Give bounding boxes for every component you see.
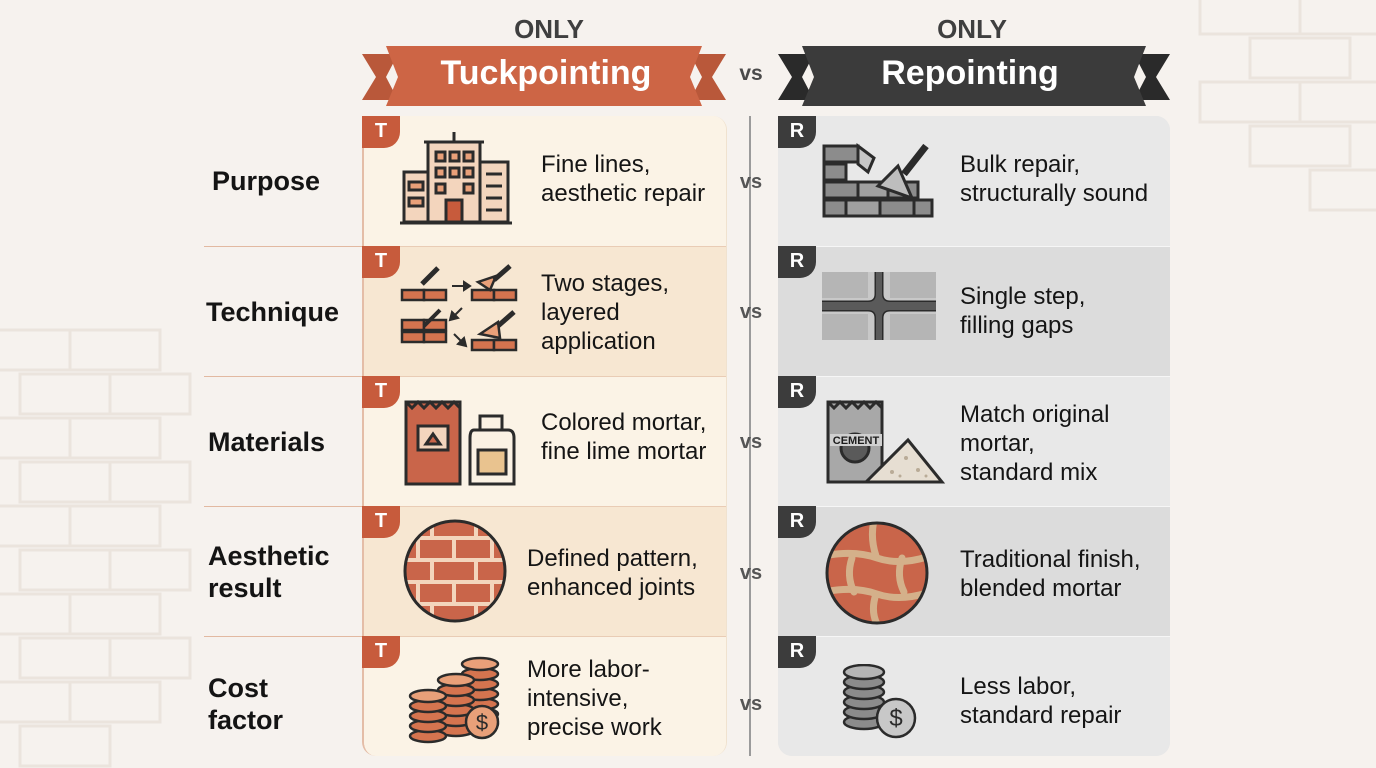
tuckpointing-aesthetic-text: Defined pattern,enhanced joints bbox=[527, 545, 698, 601]
row-label-materials: Materials bbox=[208, 427, 326, 457]
two-stage-trowel-icon bbox=[400, 264, 518, 352]
tuckpointing-badge: T bbox=[362, 376, 400, 408]
repointing-badge: R bbox=[778, 116, 816, 148]
cement-bag-icon: CEMENT bbox=[826, 399, 946, 484]
tuckpointing-column bbox=[362, 116, 727, 756]
header-vs-label: vs bbox=[739, 62, 763, 85]
row-vs: vs bbox=[739, 562, 763, 584]
mortar-bag-jar-icon bbox=[404, 399, 516, 486]
coin-stack-dollar-icon: $ bbox=[842, 664, 917, 739]
tuckpointing-badge: T bbox=[362, 636, 400, 668]
repointing-badge: R bbox=[778, 376, 816, 408]
tuckpointing-materials-text: Colored mortar,fine lime mortar bbox=[541, 409, 707, 465]
repointing-title: Repointing bbox=[881, 54, 1059, 92]
tuckpointing-badge: T bbox=[362, 246, 400, 278]
blended-brick-pattern-icon bbox=[825, 521, 929, 625]
row-vs: vs bbox=[739, 693, 763, 715]
tuckpointing-badge: T bbox=[362, 506, 400, 538]
repointing-aesthetic-text: Traditional finish,blended mortar bbox=[960, 546, 1141, 602]
dollar-sign: $ bbox=[476, 710, 488, 735]
tuckpointing-title: Tuckpointing bbox=[440, 54, 652, 92]
tuckpointing-only-label: ONLY bbox=[514, 14, 584, 44]
cement-label: CEMENT bbox=[833, 435, 880, 447]
repointing-only-label: ONLY bbox=[937, 14, 1007, 44]
repointing-badge: R bbox=[778, 246, 816, 278]
repointing-badge: R bbox=[778, 506, 816, 538]
row-vs: vs bbox=[739, 301, 763, 323]
dollar-sign: $ bbox=[889, 705, 902, 732]
brick-wall-trowel-icon bbox=[822, 143, 934, 218]
tuckpointing-purpose-text: Fine lines,aesthetic repair bbox=[541, 151, 706, 207]
repointing-cost-text: Less labor,standard repair bbox=[960, 673, 1122, 729]
tuckpointing-badge: T bbox=[362, 116, 400, 148]
coin-stacks-dollar-icon: $ bbox=[408, 656, 500, 744]
repointing-badge: R bbox=[778, 636, 816, 668]
building-icon bbox=[400, 132, 512, 225]
tuckpointing-cost-text: More labor-intensive,precise work bbox=[527, 656, 662, 741]
repointing-banner bbox=[778, 46, 1170, 106]
tuckpointing-banner bbox=[362, 46, 726, 106]
row-label-technique: Technique bbox=[206, 297, 340, 327]
row-vs: vs bbox=[739, 431, 763, 453]
center-divider bbox=[749, 116, 751, 756]
mortar-joint-icon bbox=[822, 272, 936, 340]
repointing-purpose-text: Bulk repair,structurally sound bbox=[960, 151, 1149, 207]
row-vs: vs bbox=[739, 171, 763, 193]
repointing-technique-text: Single step,filling gaps bbox=[960, 283, 1086, 339]
defined-brick-pattern-icon bbox=[403, 519, 507, 623]
row-label-purpose: Purpose bbox=[212, 166, 321, 196]
